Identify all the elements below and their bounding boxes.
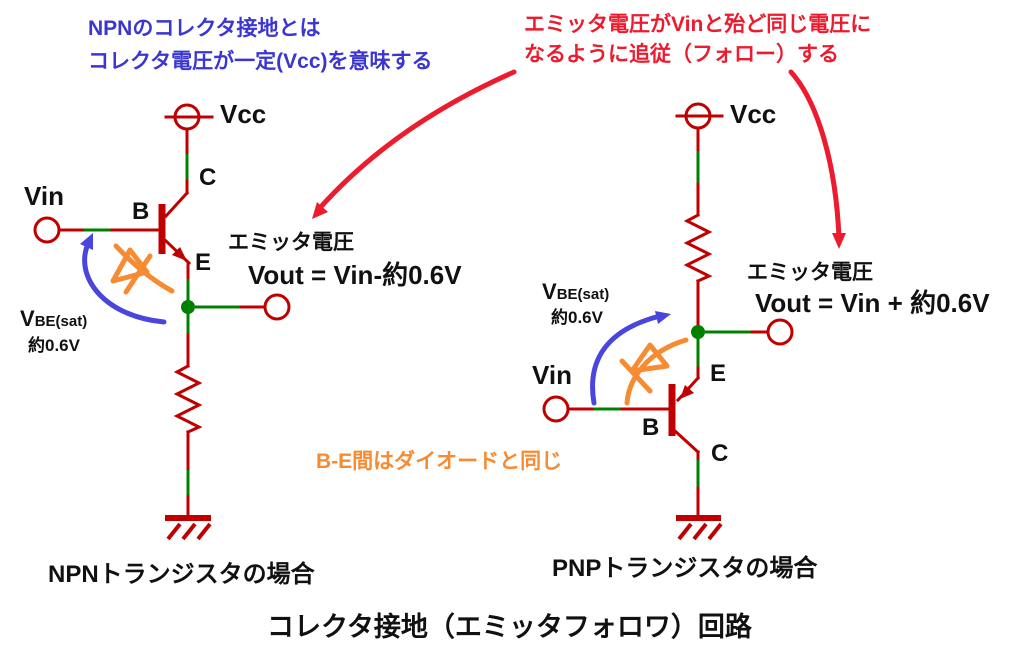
vcc-terminal-icon	[164, 103, 214, 131]
npn-base-label: B	[132, 198, 150, 225]
npn-case-caption: NPNトランジスタの場合	[48, 561, 315, 588]
pnp-vbe-symbol: V	[542, 279, 557, 304]
base-wire	[33, 216, 161, 244]
base-wire	[542, 395, 670, 423]
vin-terminal-icon	[542, 395, 570, 423]
collector-wire	[163, 127, 190, 219]
junction-dot	[181, 300, 195, 314]
pullup-resistor-icon	[683, 212, 713, 283]
vout-terminal-icon	[766, 318, 794, 346]
npn-circuit	[33, 103, 291, 541]
junction-dot	[691, 325, 705, 339]
npn-vbe-subscript: BE(sat)	[34, 313, 88, 330]
blue-arrow-npn-vbe	[80, 233, 167, 325]
blue-note-line1: NPNのコレクタ接地とは	[88, 17, 321, 40]
pnp-collector-label: C	[711, 440, 729, 467]
red-note-line1: エミッタ電圧がVinと殆ど同じ電圧に	[524, 13, 872, 36]
collector-resistor-wire	[683, 126, 713, 380]
red-arrow-to-npn-emitter	[312, 69, 517, 219]
pnp-vin-label: Vin	[532, 360, 572, 390]
red-arrow-to-pnp-emitter	[788, 69, 846, 249]
vin-terminal-icon	[33, 216, 61, 244]
npn-collector-label: C	[199, 164, 217, 191]
pnp-base-label: B	[642, 414, 660, 441]
pnp-circuit	[542, 102, 794, 541]
npn-vbe-label: VBE(sat)	[20, 306, 87, 332]
pnp-vbe-value: 約0.6V	[551, 308, 603, 327]
pnp-transistor-icon	[668, 375, 701, 455]
red-note-line2: なるように追従（フォロー）する	[524, 43, 839, 66]
output-wire	[705, 318, 794, 346]
diode-sketch-npn	[110, 243, 175, 295]
pnp-vbe-label: VBE(sat)	[542, 279, 609, 305]
blue-note-line2: コレクタ電圧が一定(Vcc)を意味する	[88, 50, 433, 73]
npn-vbe-symbol: V	[20, 306, 35, 331]
npn-emitter-caption: エミッタ電圧	[228, 231, 354, 254]
orange-note: B-E間はダイオードと同じ	[316, 450, 563, 473]
npn-vout-formula: Vout = Vin-約0.6V	[248, 260, 462, 290]
pnp-vbe-subscript: BE(sat)	[556, 286, 610, 303]
diode-sketch-pnp	[619, 337, 689, 406]
pnp-emitter-caption: エミッタ電圧	[747, 261, 873, 284]
npn-vin-label: Vin	[24, 181, 64, 211]
blue-arrow-pnp-vbe	[590, 311, 671, 406]
pnp-case-caption: PNPトランジスタの場合	[552, 555, 818, 582]
npn-vcc-label: Vcc	[220, 99, 267, 129]
ground-icon	[676, 515, 723, 541]
npn-transistor-icon	[158, 204, 192, 266]
pnp-vout-formula: Vout = Vin + 約0.6V	[755, 288, 990, 318]
pnp-emitter-label: E	[710, 360, 727, 387]
output-wire	[195, 293, 291, 321]
pnp-vcc-label: Vcc	[730, 99, 777, 129]
npn-vbe-value: 約0.6V	[28, 336, 80, 355]
page-title: コレクタ接地（エミッタフォロワ）回路	[267, 612, 752, 642]
vcc-terminal-icon	[675, 102, 724, 130]
emitter-resistor-icon	[173, 363, 203, 434]
npn-emitter-label: E	[195, 249, 212, 276]
ground-icon	[165, 515, 212, 541]
vout-terminal-icon	[263, 293, 291, 321]
